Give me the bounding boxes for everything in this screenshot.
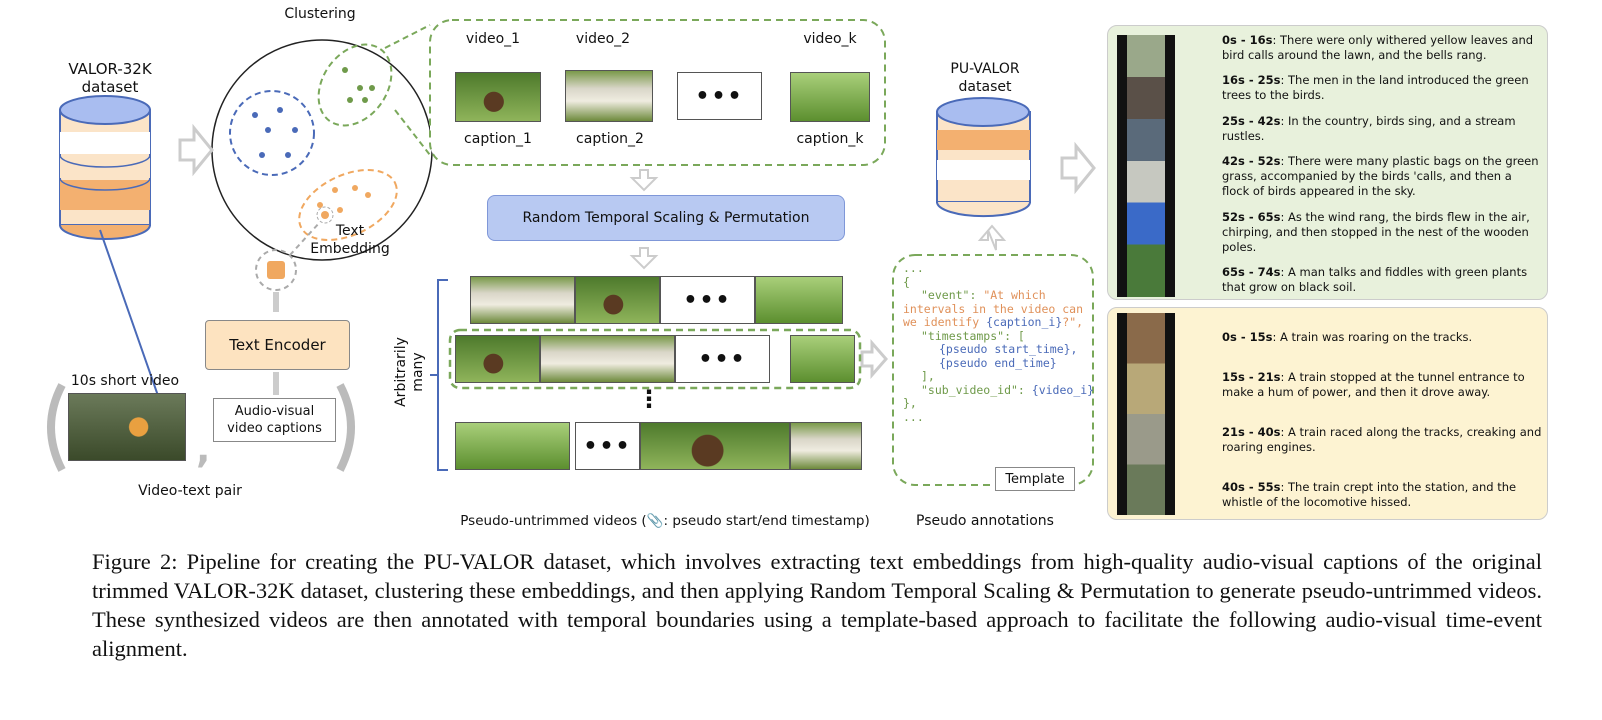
video-thumbnail <box>575 276 660 324</box>
short-video-thumbnail <box>68 393 186 461</box>
template-tag: Template <box>995 467 1075 491</box>
ellipsis: ••• <box>675 335 770 383</box>
example-panel-trains <box>1107 307 1548 520</box>
video-caption: caption_1 <box>464 131 532 147</box>
annotation-entry: 21s - 40s: A train raced along the track… <box>1222 425 1542 454</box>
annotation-list: 0s - 16s: There were only withered yello… <box>1222 33 1542 295</box>
text-embedding-label: Text Embedding <box>310 223 390 257</box>
pair-label: Video-text pair <box>138 483 242 499</box>
arbitrarily-many-label: Arbitrarily many <box>393 337 426 407</box>
valor-database-icon <box>59 95 151 240</box>
pseudo-annotations-label: Pseudo annotations <box>916 513 1054 529</box>
diagram-shapes: , <box>47 19 1096 486</box>
video-thumbnail <box>790 422 862 470</box>
vertical-ellipsis: ⋮ <box>637 385 661 413</box>
pu-valor-database-icon <box>936 97 1031 218</box>
video-thumbnail <box>755 276 843 324</box>
annotation-entry: 40s - 55s: The train crept into the stat… <box>1222 480 1517 509</box>
svg-text:,: , <box>196 427 210 471</box>
embedding-icon <box>267 261 285 279</box>
annotation-entry: 65s - 74s: A man talks and fiddles with … <box>1222 264 1528 294</box>
example-panel-birds <box>1107 25 1548 300</box>
video-thumbnail <box>790 72 870 122</box>
annotation-entry: 0s - 15s: A train was roaring on the tra… <box>1222 330 1473 344</box>
annotation-entry: 16s - 25s: The men in the land introduce… <box>1222 73 1529 103</box>
video-name: video_1 <box>465 31 521 47</box>
video-thumbnail <box>455 422 570 470</box>
figure-caption: Figure 2: Pipeline for creating the PU-V… <box>92 549 1542 661</box>
video-thumbnail <box>540 335 675 383</box>
template-code: ... { "event": "At which intervals in th… <box>903 261 1095 424</box>
video-thumbnail <box>455 72 541 122</box>
pseudo-videos-label: Pseudo-untrimmed videos (📎: pseudo start… <box>460 513 870 529</box>
video-name: video_2 <box>575 31 631 47</box>
video-thumbnail <box>640 422 790 470</box>
video-thumbnail <box>565 70 653 122</box>
annotation-entry: 25s - 42s: In the country, birds sing, a… <box>1222 113 1516 143</box>
video-name: video_k <box>803 31 857 47</box>
annotation-entry: 15s - 21s: A train stopped at the tunnel… <box>1222 370 1525 399</box>
video-caption: caption_2 <box>576 131 644 147</box>
ellipsis: ••• <box>575 422 640 470</box>
text-encoder-box: Text Encoder <box>205 320 350 370</box>
ellipsis: ••• <box>660 276 755 324</box>
captions-box: Audio-visual video captions <box>213 398 336 442</box>
annotation-list: 0s - 15s: A train was roaring on the tra… <box>1222 330 1542 510</box>
video-thumbnail <box>470 276 575 324</box>
annotation-entry: 52s - 65s: As the wind rang, the birds f… <box>1222 209 1530 254</box>
filmstrip <box>1117 313 1175 515</box>
clustering-label: Clustering <box>284 6 356 22</box>
rtsp-box: Random Temporal Scaling & Permutation <box>487 195 845 241</box>
video-caption: caption_k <box>796 131 864 147</box>
video-thumbnail <box>455 335 540 383</box>
filmstrip <box>1117 35 1175 297</box>
annotation-entry: 0s - 16s: There were only withered yello… <box>1222 33 1534 62</box>
annotation-entry: 42s - 52s: There were many plastic bags … <box>1222 154 1539 199</box>
video-thumbnail <box>790 335 855 383</box>
pu-valor-label: PU-VALOR dataset <box>950 61 1020 95</box>
short-video-label: 10s short video <box>70 373 180 389</box>
valor-dataset-label: VALOR-32K dataset <box>68 60 152 96</box>
more-videos-ellipsis: ••• <box>677 72 762 120</box>
